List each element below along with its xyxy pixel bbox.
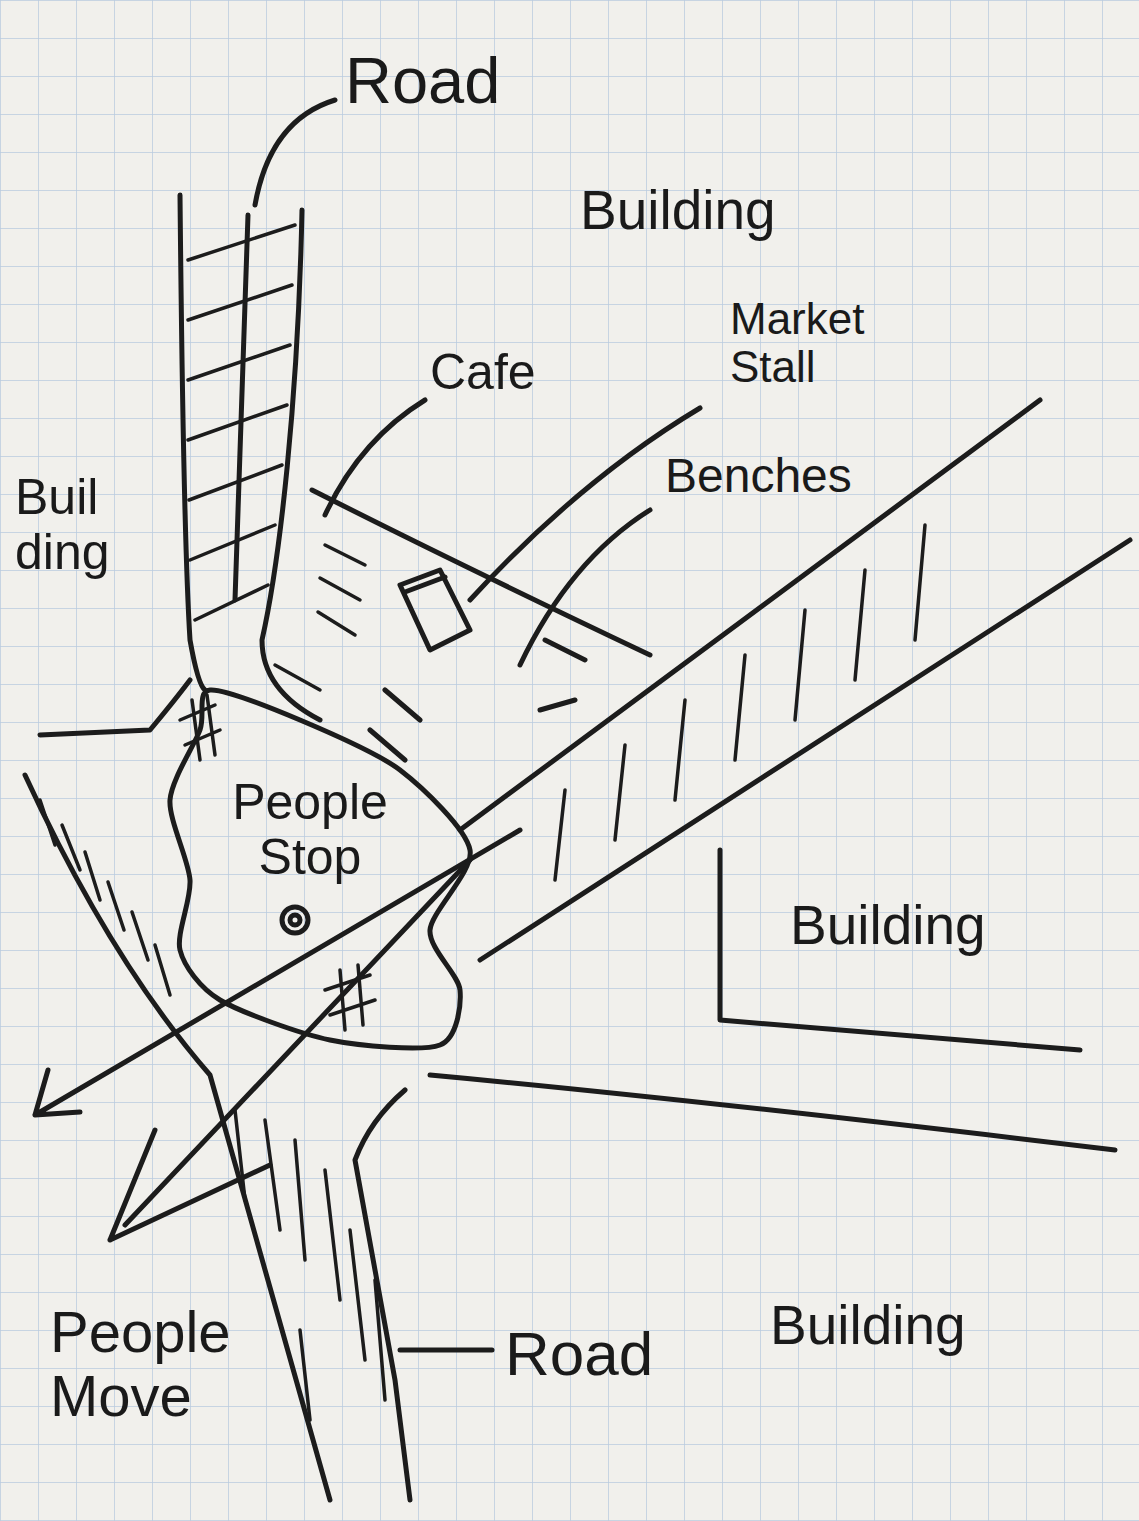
road-hatch [235, 1110, 385, 1420]
cafe-hatch [275, 545, 365, 690]
road-edge [355, 1090, 410, 1500]
stop-point [290, 915, 300, 925]
map-label: Building [580, 180, 776, 241]
cafe-edge [312, 490, 650, 655]
road-hatch [40, 800, 170, 995]
street-edge [460, 400, 1040, 830]
bench-mark [370, 640, 585, 760]
area-label: People Stop [210, 680, 410, 885]
bench-symbol [400, 570, 470, 650]
map-label: Cafe [430, 345, 536, 400]
map-label: Building [770, 1295, 966, 1356]
leader-line [470, 408, 700, 600]
stop-point [282, 907, 308, 933]
leader-line [520, 510, 650, 665]
street-edge [430, 1075, 1115, 1150]
leader-line [325, 400, 425, 515]
leader-line [400, 1348, 492, 1353]
people-stop-area: People Stop [160, 680, 480, 1060]
street-edge [480, 540, 1130, 960]
map-label: Market Stall [730, 295, 930, 392]
map-label: Benches [665, 450, 852, 503]
map-label: Road [345, 45, 500, 117]
map-label: Building [790, 895, 986, 956]
map-label: People Move [50, 1300, 290, 1428]
road-hatch [188, 225, 295, 620]
crossing-mark [325, 965, 375, 1030]
leader-line [255, 100, 335, 205]
street-hatch [555, 525, 925, 880]
building-edge [40, 680, 190, 735]
map-label: Road [505, 1320, 653, 1388]
map-label: Building [15, 470, 115, 580]
building-edge [720, 850, 1080, 1050]
